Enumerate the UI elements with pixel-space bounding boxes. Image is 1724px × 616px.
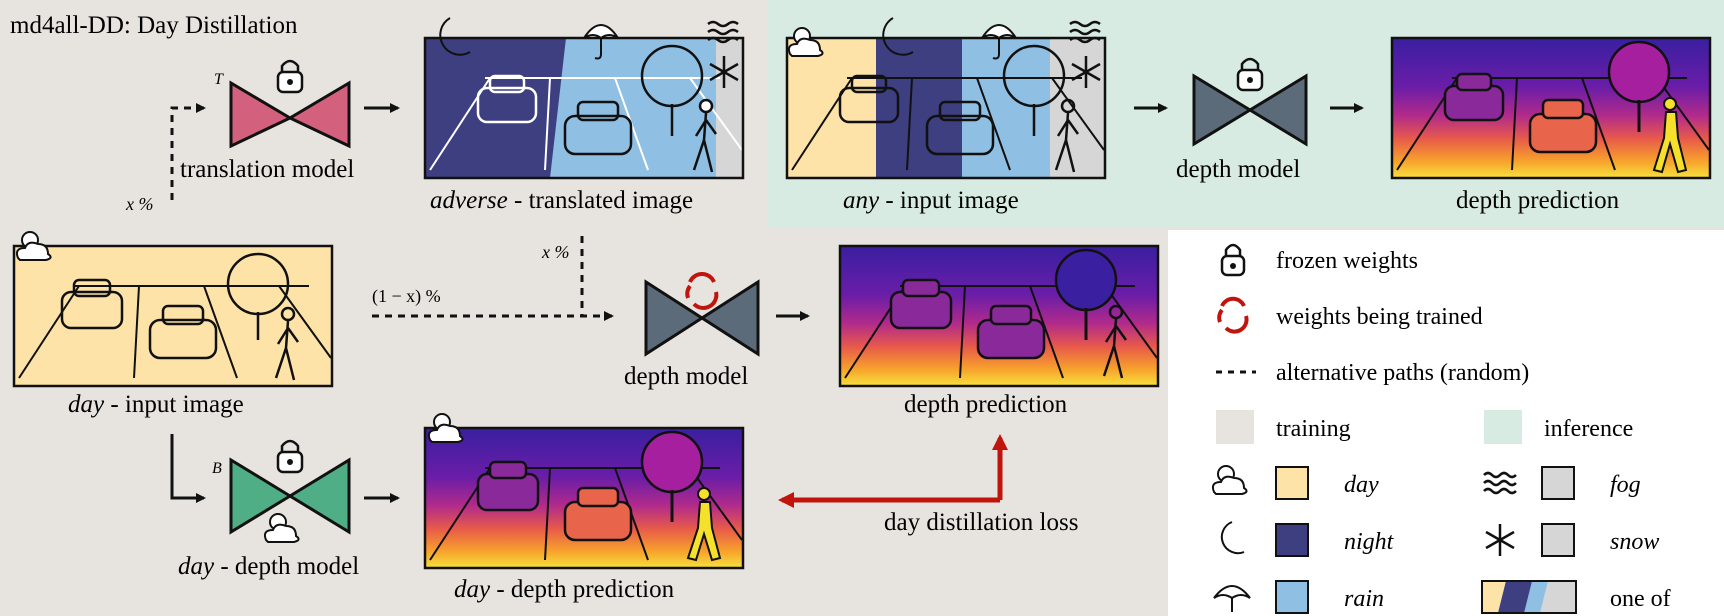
translation-model-label: translation model — [180, 156, 354, 183]
path-x-label-middle: x % — [541, 242, 569, 262]
fog-icon — [707, 20, 739, 44]
sun-cloud-icon — [427, 413, 464, 443]
umbrella-icon — [1213, 585, 1251, 612]
snowflake-icon — [1071, 56, 1101, 88]
inference-depth-prediction-caption: depth prediction — [1456, 187, 1620, 214]
tree-icon — [640, 44, 704, 136]
distillation-loss-label: day distillation loss — [884, 509, 1078, 536]
training-depth-prediction — [838, 244, 1160, 388]
snowflake-icon — [1485, 524, 1515, 556]
adverse-image-caption: adverse - translated image — [430, 187, 693, 214]
pedestrian-icon — [274, 306, 300, 381]
sun-cloud-icon — [787, 27, 824, 57]
training-depth-model-label: depth model — [624, 363, 748, 390]
legend-day-swatch — [1275, 466, 1309, 500]
legend-trained: weights being trained — [1276, 304, 1483, 330]
legend-day: day — [1344, 472, 1379, 498]
moon-icon — [1220, 521, 1245, 555]
day-depth-model — [229, 439, 351, 543]
any-image-caption: any - input image — [843, 187, 1019, 214]
legend: frozen weights weights being trained alt… — [1211, 243, 1671, 614]
moon-icon — [882, 17, 914, 56]
day-depth-prediction-caption: day - depth prediction — [454, 576, 675, 603]
path-to-translation — [170, 103, 206, 200]
legend-snow-swatch — [1541, 523, 1575, 557]
fog-icon — [1069, 20, 1101, 44]
legend-night-swatch — [1275, 523, 1309, 557]
lock-icon — [276, 59, 304, 94]
refresh-icon — [1217, 296, 1249, 334]
legend-inference: inference — [1544, 416, 1633, 442]
pedestrian-icon — [692, 98, 718, 173]
snowflake-icon — [709, 56, 739, 88]
refresh-icon — [685, 272, 719, 310]
legend-night: night — [1344, 529, 1395, 555]
car-icon — [563, 100, 633, 156]
tree-icon — [226, 252, 290, 340]
car-icon — [60, 278, 218, 360]
legend-fog: fog — [1610, 472, 1641, 498]
day-input-image — [12, 244, 334, 388]
inference-depth-prediction — [1390, 36, 1712, 180]
day-model-tag: B — [212, 460, 222, 477]
legend-snow: snow — [1610, 529, 1659, 555]
any-input-image — [785, 36, 1107, 180]
inference-depth-model — [1192, 57, 1308, 147]
training-depth-model — [644, 272, 760, 357]
day-image-caption: day - input image — [68, 391, 244, 418]
tree-icon — [1002, 44, 1066, 136]
pedestrian-icon — [1054, 98, 1080, 173]
page-title: md4all-DD: Day Distillation — [10, 12, 298, 39]
training-depth-prediction-caption: depth prediction — [904, 391, 1068, 418]
legend-alt-paths: alternative paths (random) — [1276, 360, 1529, 386]
path-day-to-day-model — [170, 434, 206, 503]
legend-training-swatch — [1216, 410, 1254, 444]
inference-depth-model-label: depth model — [1176, 156, 1300, 183]
path-x-label-top: x % — [125, 194, 153, 214]
translation-model-tag: T — [214, 71, 224, 88]
legend-fog-swatch — [1541, 466, 1575, 500]
umbrella-icon — [981, 24, 1017, 60]
legend-frozen: frozen weights — [1276, 248, 1418, 274]
umbrella-icon — [583, 24, 619, 60]
adverse-image — [423, 36, 745, 180]
car-icon — [476, 74, 538, 124]
moon-icon — [439, 17, 471, 56]
legend-training: training — [1276, 416, 1351, 442]
day-depth-prediction — [423, 426, 745, 570]
legend-panel — [1168, 232, 1724, 616]
translation-model — [229, 59, 351, 149]
fog-icon — [1483, 471, 1517, 495]
legend-one-of-swatch — [1481, 580, 1577, 614]
car-icon — [838, 74, 995, 156]
sun-cloud-icon — [1211, 465, 1248, 495]
lock-icon — [1220, 243, 1246, 277]
path-1-minus-x-label: (1 − x) % — [372, 286, 441, 307]
lock-icon — [1236, 57, 1264, 92]
legend-rain: rain — [1344, 586, 1384, 612]
lock-icon — [276, 439, 304, 474]
legend-one-of: one of — [1610, 586, 1671, 612]
sun-cloud-icon — [15, 231, 52, 261]
legend-inference-swatch — [1484, 410, 1522, 444]
sun-cloud-icon — [263, 513, 300, 543]
legend-rain-swatch — [1275, 580, 1309, 614]
day-depth-model-caption: day - depth model — [178, 553, 359, 580]
